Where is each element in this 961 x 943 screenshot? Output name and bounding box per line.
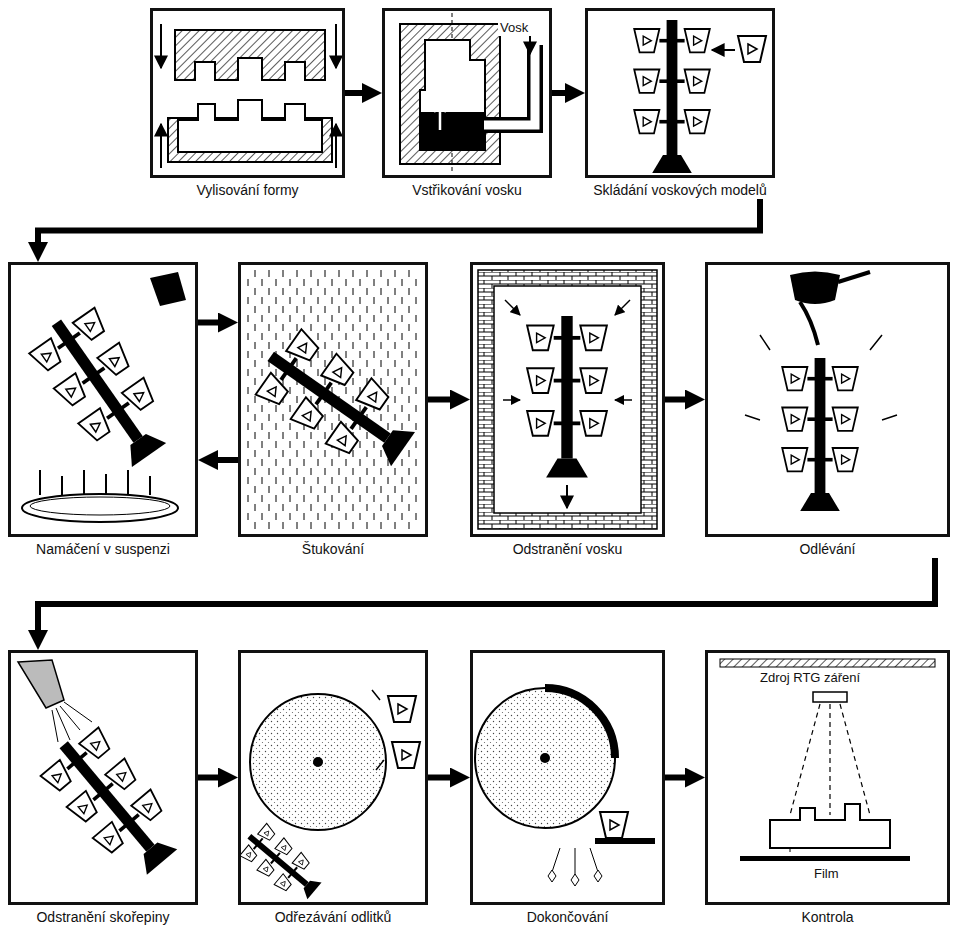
process-step: Odřezávání odlitků xyxy=(238,650,428,926)
shell-removal xyxy=(18,660,191,886)
step-caption: Vylisování formy xyxy=(196,182,298,199)
flow-arrow xyxy=(552,90,571,96)
panel-frame xyxy=(150,8,345,178)
step-caption: Odstranění vosku xyxy=(513,541,623,558)
process-step: Vylisování formy xyxy=(150,8,345,199)
panel-frame xyxy=(8,650,198,905)
flow-arrow xyxy=(428,775,456,781)
panel-frame xyxy=(585,8,775,178)
step-caption: Odřezávání odlitků xyxy=(275,909,392,926)
process-step: Odstranění skořepiny xyxy=(8,650,198,926)
wax-tree xyxy=(634,20,766,173)
x-ray-inspection xyxy=(720,659,935,861)
step-caption: Vstřikování vosku xyxy=(412,182,522,199)
flow-arrow xyxy=(198,320,224,326)
step-caption: Namáčení v suspenzi xyxy=(36,541,170,558)
injection-die xyxy=(400,13,535,173)
grinding-wheel xyxy=(475,688,655,886)
illustration-label: Film xyxy=(812,866,841,882)
flow-arrow xyxy=(198,775,224,781)
step-caption: Kontrola xyxy=(801,909,853,926)
process-step: Kontrola xyxy=(705,650,950,926)
process-step: Namáčení v suspenzi xyxy=(8,262,198,558)
cut-off-wheel xyxy=(236,690,420,907)
process-step: Dokončování xyxy=(470,650,665,926)
furnace xyxy=(478,270,657,529)
flow-arrow xyxy=(428,397,456,403)
step-caption: Štukování xyxy=(302,541,364,558)
illustration-label: Vosk xyxy=(498,20,530,36)
flow-arrow xyxy=(665,397,691,403)
process-step: Štukování xyxy=(238,262,428,558)
slurry-dip xyxy=(22,272,186,522)
process-step: Odlévání xyxy=(705,262,950,558)
stucco-rain xyxy=(244,268,426,531)
process-step: Vstřikování vosku xyxy=(382,8,552,199)
flow-arrow xyxy=(38,558,935,636)
die-halves xyxy=(161,24,336,168)
process-step: Odstranění vosku xyxy=(470,262,665,558)
step-caption: Odstranění skořepiny xyxy=(36,909,169,926)
panel-frame xyxy=(470,262,665,537)
panel-frame xyxy=(705,262,950,537)
flow-arrow xyxy=(38,199,760,248)
step-caption: Skládání voskových modelů xyxy=(593,182,767,199)
ladle-pouring xyxy=(745,272,897,512)
flow-arrow xyxy=(212,457,238,463)
panel-frame xyxy=(470,650,665,905)
panel-frame xyxy=(238,650,428,905)
flow-arrow xyxy=(345,90,368,96)
panel-frame xyxy=(8,262,198,537)
illustration-label: Zdroj RTG záření xyxy=(758,670,862,686)
process-step: Skládání voskových modelů xyxy=(585,8,775,199)
flow-arrow xyxy=(665,775,691,781)
step-caption: Odlévání xyxy=(799,541,855,558)
step-caption: Dokončování xyxy=(527,909,609,926)
panel-frame xyxy=(238,262,428,537)
